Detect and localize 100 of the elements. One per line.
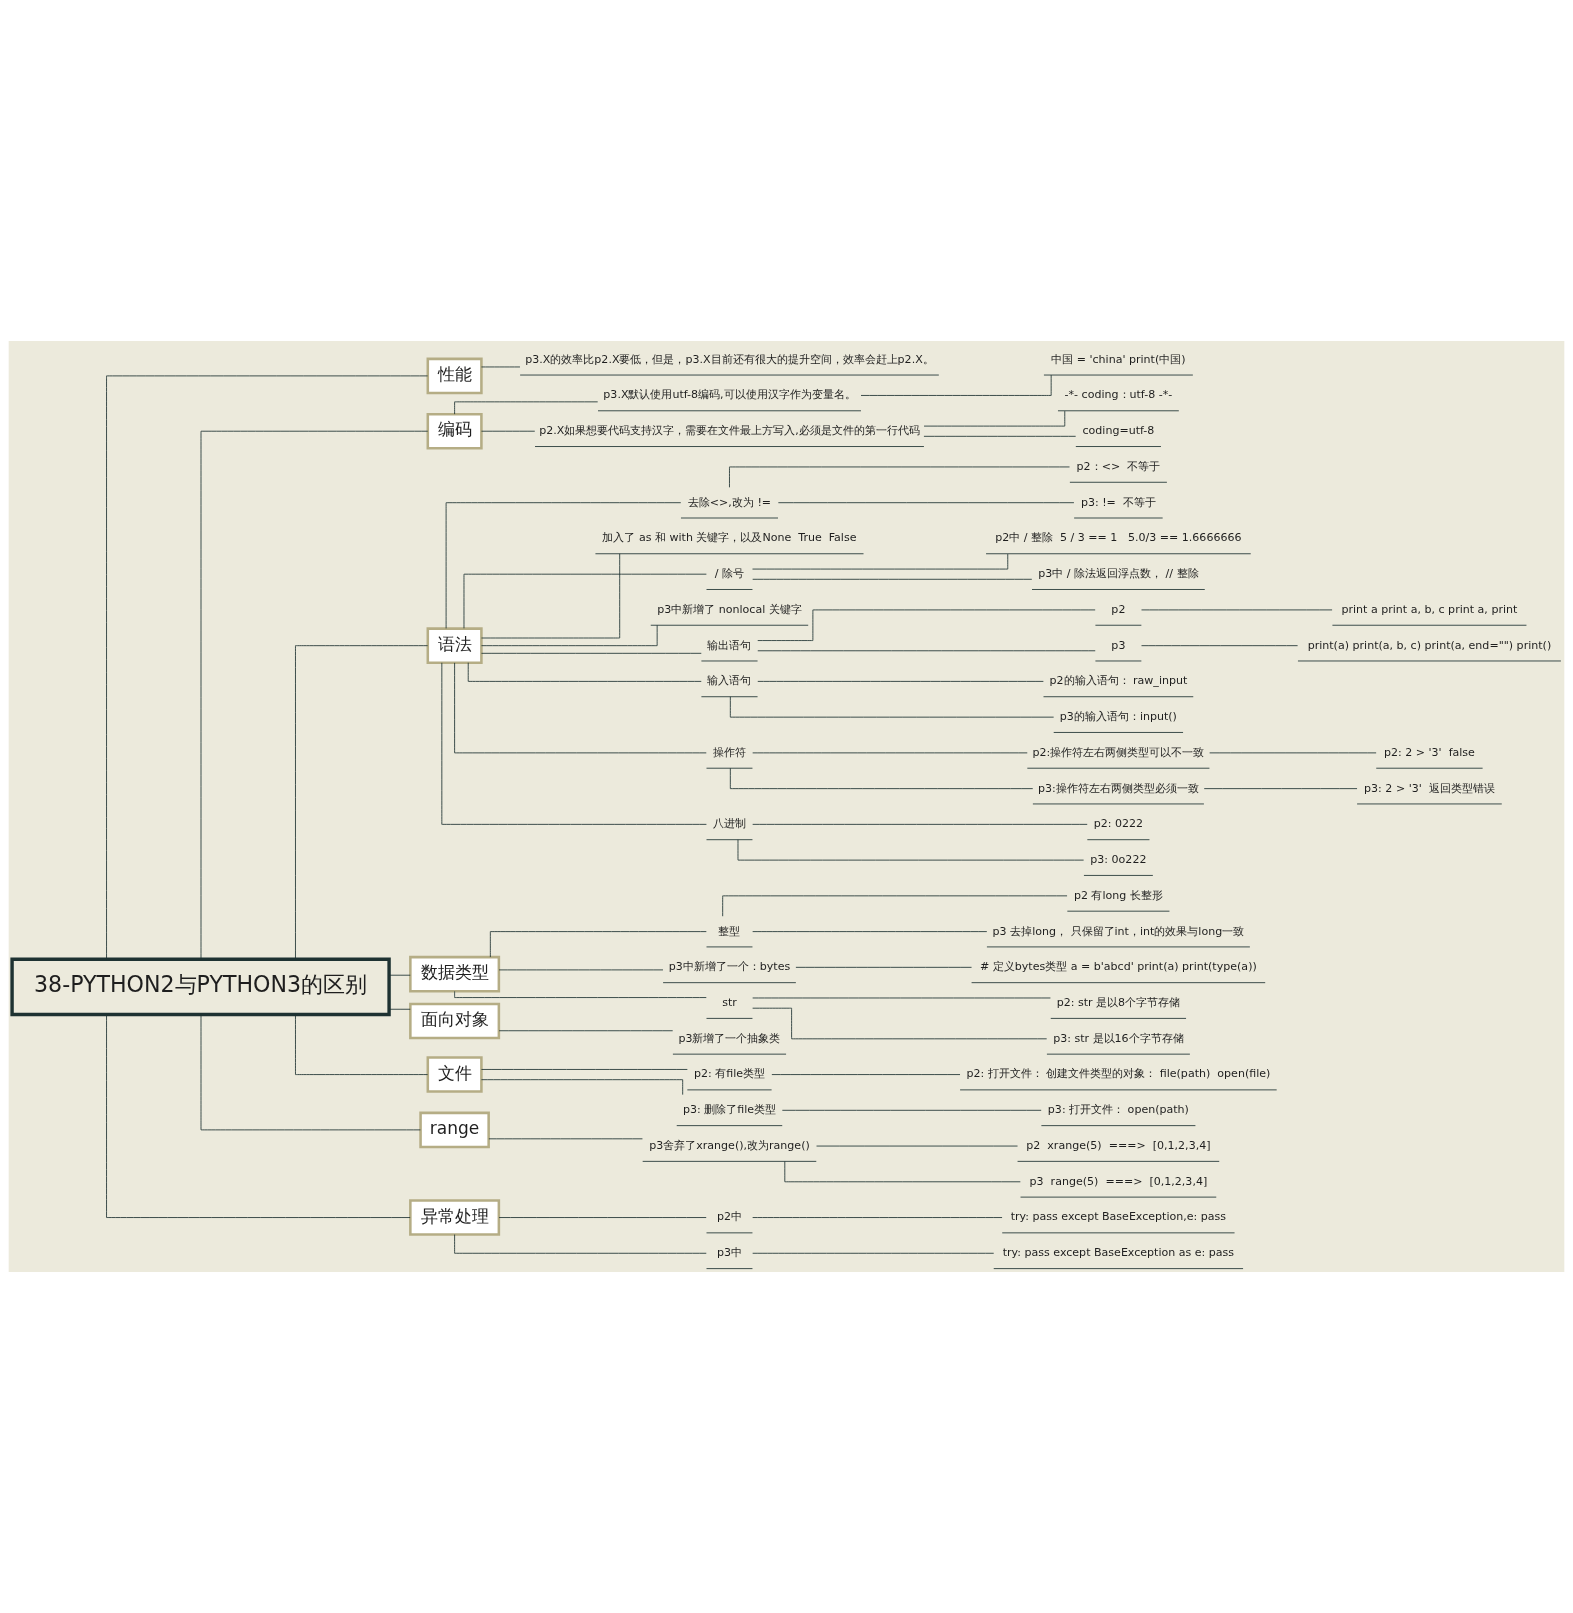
node-box: 文件 <box>426 1056 483 1093</box>
connector <box>752 823 1088 825</box>
connector <box>106 1014 411 1218</box>
connector <box>481 1069 688 1070</box>
node-text: p2中 <box>716 1210 743 1224</box>
connector <box>463 573 707 629</box>
node-text: -*- coding：utf-8 -*- <box>1064 388 1173 402</box>
connector <box>795 966 972 968</box>
node-text: p2 有long 长整形 <box>1073 888 1163 902</box>
connector <box>1141 645 1299 647</box>
node-text: p3舍弃了xrange(),改为range() <box>649 1138 810 1152</box>
connector <box>295 1014 429 1075</box>
node-text: p2 xrange(5) ===> [0,1,2,3,4] <box>1026 1138 1211 1152</box>
connector <box>441 662 707 825</box>
connector <box>1203 788 1358 790</box>
connector <box>481 1079 684 1096</box>
node-text: 整型 <box>718 924 741 938</box>
connector <box>498 969 664 971</box>
node-text: p3 去掉long， 只保留了int，int的效果与long一致 <box>992 924 1245 938</box>
connector <box>454 401 599 415</box>
node-box: 面向对象 <box>409 1002 501 1040</box>
node-text: p2的输入语句： raw_input <box>1049 674 1188 688</box>
node-text: p3 range(5) ===> [0,1,2,3,4] <box>1029 1174 1208 1188</box>
node-text: p3中新增了 nonlocal 关键字 <box>657 602 802 616</box>
connector <box>729 466 1070 488</box>
node-box: 性能 <box>426 357 483 395</box>
connector <box>757 609 1096 641</box>
node-text: 输入语句 <box>707 674 752 688</box>
connector <box>200 1014 421 1131</box>
node-box: range <box>419 1111 490 1149</box>
connector <box>445 502 682 629</box>
connector <box>752 1217 1003 1218</box>
node-text: p3: 2 > '3' 返回类型错误 <box>1364 781 1495 795</box>
connector <box>923 410 1066 427</box>
connector <box>757 650 1096 652</box>
connector <box>729 767 1034 790</box>
node-text: p2: 有file类型 <box>693 1067 766 1081</box>
node-text: try: pass except BaseException as e: pass <box>1002 1246 1235 1260</box>
connector <box>488 1138 643 1140</box>
node-text: p3中 <box>716 1246 743 1260</box>
node-text: p3新增了一个抽象类 <box>678 1031 781 1045</box>
node-text: str <box>722 995 737 1009</box>
connector <box>481 624 658 647</box>
node-text: p2: 2 > '3' false <box>1383 745 1475 759</box>
connector <box>481 366 521 368</box>
connector <box>752 553 1009 570</box>
connector <box>467 662 702 682</box>
connector <box>295 645 429 960</box>
node-text: 加入了 as 和 with 关键字，以及None True False <box>602 531 857 545</box>
connector <box>729 696 1055 718</box>
connector <box>498 1030 674 1032</box>
node-text: p3的输入语句：input() <box>1059 710 1177 724</box>
node-text: 操作符 <box>712 745 746 759</box>
node-text: p2: 打开文件： 创建文件类型的对象： file(path) open(file) <box>966 1067 1271 1081</box>
connector <box>481 430 536 432</box>
connector <box>757 680 1044 682</box>
node-text: p2：<> 不等于 <box>1076 459 1161 473</box>
node-box: 数据类型 <box>409 955 501 993</box>
node-text: p2: 0222 <box>1093 817 1144 831</box>
node-text: p2中 / 整除 5 / 3 == 1 5.0/3 == 1.6666666 <box>995 531 1242 545</box>
node-text: p3中新增了一个：bytes <box>668 960 791 974</box>
node-text: print(a) print(a, b, c) print(a, end="") print() <box>1307 638 1552 652</box>
node-text: p2 <box>1111 602 1126 616</box>
node-text: p3: str 是以16个字节存储 <box>1053 1031 1184 1045</box>
node-text: p3: != 不等于 <box>1080 495 1156 509</box>
node-text: p3: 打开文件： open(path) <box>1047 1103 1189 1117</box>
node-text: coding=utf-8 <box>1082 424 1155 438</box>
node-text: p3:操作符左右两侧类型必须一致 <box>1038 781 1199 795</box>
connector <box>777 502 1075 504</box>
connector <box>737 839 1085 861</box>
node-box: 异常处理 <box>409 1199 501 1236</box>
node-box: 38-PYTHON2与PYTHON3的区别 <box>10 957 391 1017</box>
node-text: p3: 删除了file类型 <box>682 1103 777 1117</box>
connector <box>722 895 1068 917</box>
connector <box>752 1252 995 1254</box>
connector <box>498 1217 707 1218</box>
connector <box>388 974 411 976</box>
connector <box>860 374 1052 396</box>
connector <box>454 662 707 754</box>
node-text: p2.X如果想要代码支持汉字，需要在文件最上方写入,必须是文件的第一行代码 <box>539 424 920 438</box>
connector <box>752 931 988 933</box>
node-text: 去除<>,改为 != <box>687 495 772 509</box>
connector <box>784 1161 1021 1183</box>
connector <box>106 375 428 960</box>
node-text: / 除号 <box>714 567 745 581</box>
connector <box>752 1007 1048 1040</box>
connector <box>200 430 429 960</box>
node-text: try: pass except BaseException,e: pass <box>1010 1210 1227 1224</box>
connector <box>781 1109 1042 1111</box>
node-text: 输出语句 <box>707 638 752 652</box>
node-text: # 定义bytes类型 a = b'abcd' print(a) print(type(a)) <box>980 960 1257 974</box>
connector <box>489 931 707 958</box>
node-box: 语法 <box>426 627 483 664</box>
node-text: p2:操作符左右两侧类型可以不一致 <box>1032 745 1205 759</box>
node-text: p3 <box>1111 638 1126 652</box>
node-box: 编码 <box>426 412 483 450</box>
connector <box>481 553 621 639</box>
node-text: p2: str 是以8个字节存储 <box>1056 995 1181 1009</box>
connector <box>923 435 1077 437</box>
connector <box>771 1074 961 1075</box>
